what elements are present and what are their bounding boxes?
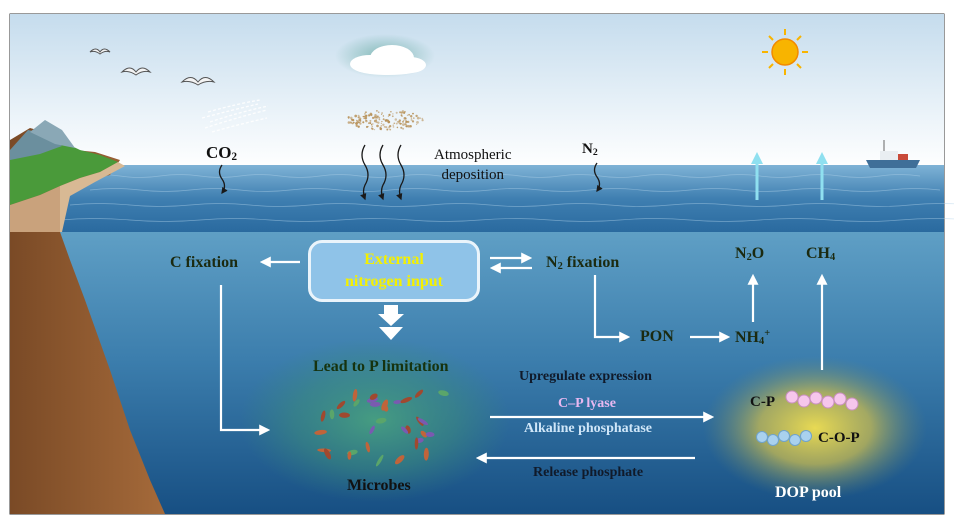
c-fixation-label: C fixation	[170, 254, 238, 271]
n2o-label: N2O	[735, 245, 765, 263]
microbe-cell	[375, 417, 387, 424]
microbe-cell	[401, 426, 409, 434]
cp-label: C-P	[750, 394, 775, 410]
microbe-cell	[323, 448, 332, 460]
co2-flow-streaks	[201, 99, 269, 133]
cloud-icon	[335, 34, 435, 78]
seagull-icons	[89, 48, 216, 86]
microbe-cell	[394, 455, 405, 465]
arrow-to-pon	[593, 275, 631, 343]
microbe-cell	[425, 431, 435, 438]
microbes-label: Microbes	[347, 477, 411, 494]
microbe-community	[240, 338, 510, 502]
microbe-cell	[393, 400, 402, 404]
microbe-cell	[353, 399, 360, 407]
n2-fixation-label: N2 fixation	[546, 254, 620, 272]
microbe-cell	[423, 447, 429, 461]
cop-label: C-O-P	[818, 430, 860, 446]
microbe-cell	[414, 437, 419, 450]
p-limitation-label: Lead to P limitation	[313, 358, 449, 375]
release-phosphate-label: Release phosphate	[533, 465, 644, 480]
arrow-cfix-to-microbes	[219, 285, 271, 436]
microbe-cell	[347, 451, 352, 460]
ch4-label: CH4	[806, 245, 836, 263]
pon-label: PON	[640, 328, 674, 345]
microbe-cell	[381, 399, 389, 411]
microbe-cell	[365, 441, 371, 453]
microbe-cell	[339, 412, 350, 418]
microbe-cell	[414, 389, 424, 398]
microbe-cell	[375, 454, 384, 467]
microbe-cell	[420, 430, 428, 438]
microbe-cell	[369, 393, 378, 400]
microbe-cell	[336, 400, 346, 410]
microbe-cell	[369, 425, 375, 435]
gas-flux-arrows	[218, 144, 603, 201]
microbe-cell	[438, 390, 449, 396]
n2-label: N2	[582, 141, 598, 158]
dop-pool-label: DOP pool	[775, 484, 842, 501]
research-ship-icon	[866, 140, 920, 168]
microbe-cell	[314, 429, 327, 435]
c-p-compound-beads	[785, 390, 859, 411]
cp-lyase-label: C–P lyase	[558, 396, 616, 411]
emission-up-arrows	[751, 152, 828, 200]
aerosol-dust-icon	[347, 110, 424, 131]
microbe-cells	[314, 389, 449, 467]
nh4-label: NH4+	[735, 328, 771, 347]
dop-pool-area	[703, 356, 927, 500]
co2-label: CO2	[206, 143, 238, 163]
microbe-cell	[329, 409, 335, 420]
microbe-cell	[369, 401, 381, 407]
microbe-cell	[400, 397, 413, 404]
alkaline-phosphatase-label: Alkaline phosphatase	[524, 421, 652, 436]
microbe-cell	[320, 410, 326, 422]
c-o-p-compound-beads	[756, 430, 812, 446]
upregulate-expression-label: Upregulate expression	[519, 369, 652, 384]
microbe-cell	[352, 389, 358, 402]
arrow-to-p-limitation	[378, 305, 404, 340]
microbe-cell	[417, 418, 429, 426]
sun-icon	[762, 29, 808, 75]
